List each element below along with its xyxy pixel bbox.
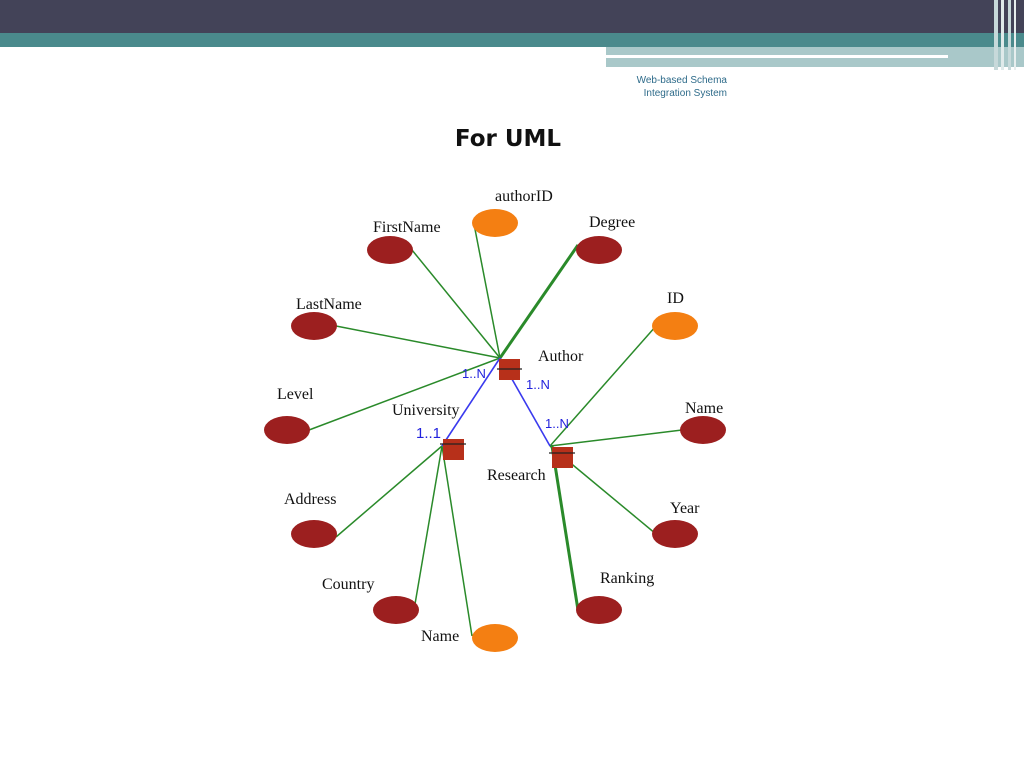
entity-node-author [497,359,522,380]
label-university: University [392,402,460,419]
attribute-node-authorid [472,209,518,237]
label-firstname: FirstName [373,219,441,236]
attribute-labels: authorID FirstName LastName Level Degree… [277,188,723,645]
attribute-node-lastname [291,312,337,340]
entity-labels: Author University Research [392,348,584,484]
line-university-name [441,445,473,637]
line-author-university [441,357,501,447]
attribute-node-degree [576,236,622,264]
attribute-node-id [652,312,698,340]
label-address: Address [284,491,336,508]
label-author: Author [538,348,584,365]
line-author-authorid [473,223,501,359]
header-decoration [0,0,1024,70]
line-research-name [549,429,683,447]
label-id: ID [667,290,684,307]
line-research-id [549,325,657,447]
attribute-node-level [264,416,310,444]
label-university-name: Name [421,628,459,645]
cardinality-labels: 1..N 1..N 1..1 1..N [416,366,569,442]
line-author-lastname [335,325,501,359]
cardinality-author-research: 1..N [526,377,550,392]
label-year: Year [670,500,700,517]
attribute-node-research-name [680,416,726,444]
attribute-node-country [373,596,419,624]
attribute-node-firstname [367,236,413,264]
label-country: Country [322,576,374,593]
header-teal-band [0,33,1024,47]
line-author-degree [498,244,580,359]
header-strip-1 [994,0,998,70]
label-level: Level [277,386,314,403]
line-author-firstname [411,249,501,359]
attribute-lines [308,223,683,637]
line-university-country [413,445,443,611]
header-title: Web-based Schema Integration System [610,74,727,100]
header-strip-2 [1001,0,1004,70]
header-dark-band [0,0,1024,33]
attribute-nodes [264,209,726,652]
header-strip-3 [1008,0,1011,70]
attribute-node-university-name [472,624,518,652]
attribute-node-address [291,520,337,548]
entity-node-university [440,439,466,460]
header-title-line1: Web-based Schema [636,75,727,86]
line-university-address [335,445,443,538]
label-research-name: Name [685,400,723,417]
header-white-gap [0,47,606,70]
entity-node-research [549,447,575,468]
line-author-level [308,357,501,431]
entity-nodes [440,359,575,468]
slide-title: For UML [454,126,562,152]
cardinality-author-university: 1..N [462,366,486,381]
label-authorid: authorID [495,188,553,205]
cardinality-research-end: 1..N [545,416,569,431]
header-title-line2: Integration System [643,88,727,99]
header-strip-4 [1014,0,1016,70]
label-lastname: LastName [296,296,362,313]
label-research: Research [487,467,546,484]
label-degree: Degree [589,214,635,231]
attribute-node-ranking [576,596,622,624]
line-research-ranking [550,445,580,611]
cardinality-university-end: 1..1 [416,425,441,442]
header-white-line [606,55,948,58]
label-ranking: Ranking [600,570,654,587]
attribute-node-year [652,520,698,548]
